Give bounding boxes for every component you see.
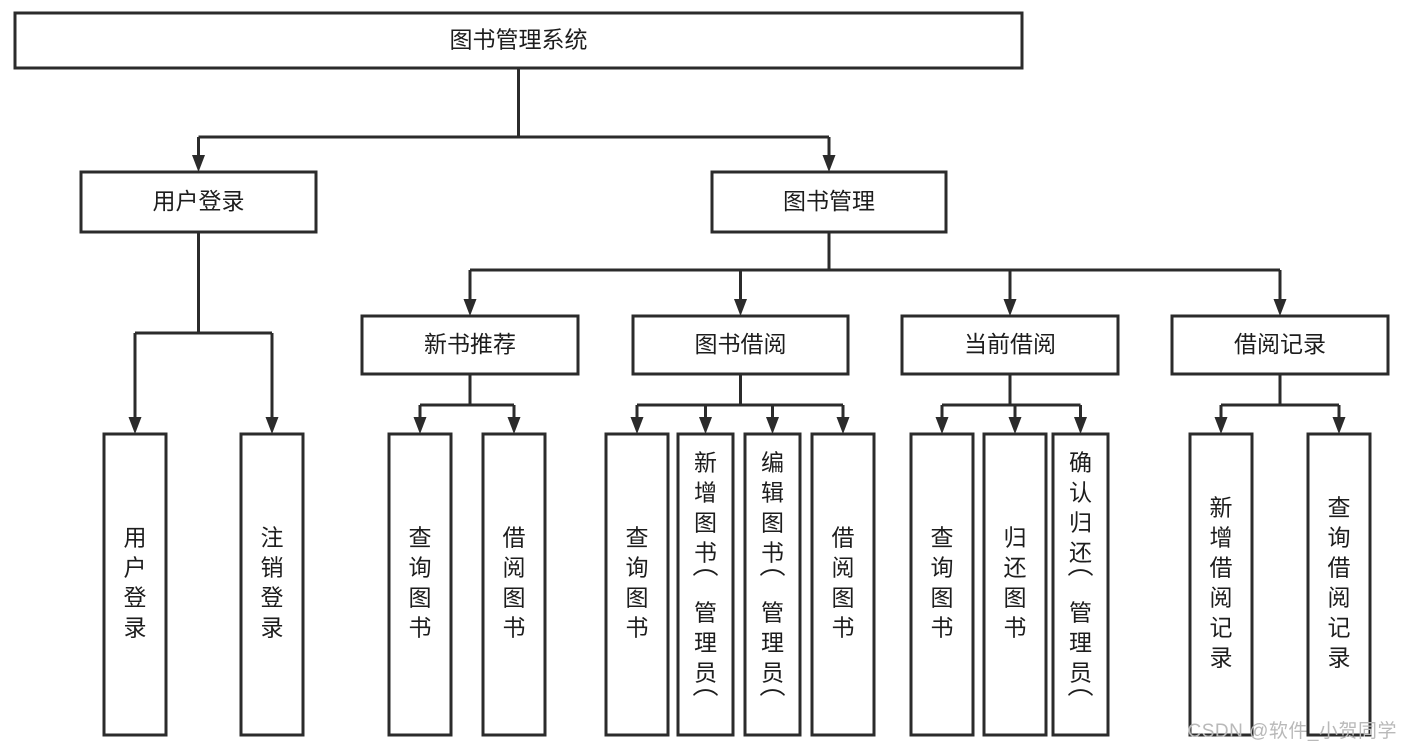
arrow-head-icon: [1273, 299, 1287, 316]
node-leaf-query-book-1[interactable]: 查询图书: [387, 432, 453, 737]
node-leaf-edit-book[interactable]: 编辑图书⌒管理员⌒: [743, 432, 802, 737]
csdn-watermark: CSDN @软件_小贺同学: [1187, 721, 1397, 742]
node-current-borrow[interactable]: 当前借阅: [900, 314, 1120, 376]
node-label: 注销登录: [261, 525, 284, 641]
node-new-book-recommend[interactable]: 新书推荐: [360, 314, 580, 376]
node-book-management[interactable]: 图书管理: [710, 170, 948, 234]
arrow-head-icon: [128, 417, 142, 434]
node-label: 图书管理系统: [450, 27, 588, 53]
node-label: 当前借阅: [964, 331, 1056, 357]
node-label: 新书推荐: [424, 331, 516, 357]
arrow-head-icon: [935, 417, 949, 434]
arrow-head-icon: [822, 155, 836, 172]
node-label: 查询借阅记录: [1328, 495, 1351, 671]
arrow-head-icon: [507, 417, 521, 434]
arrow-head-icon: [1074, 417, 1087, 434]
node-leaf-confirm-return[interactable]: 确认归还⌒管理员⌒: [1051, 432, 1110, 737]
node-label: 用户登录: [124, 525, 147, 641]
arrow-head-icon: [1003, 299, 1017, 316]
node-user-login[interactable]: 用户登录: [79, 170, 318, 234]
node-leaf-borrow-book-2[interactable]: 借阅图书: [810, 432, 876, 737]
node-leaf-user-login[interactable]: 用户登录: [102, 432, 168, 737]
node-book-borrow[interactable]: 图书借阅: [631, 314, 850, 376]
arrow-head-icon: [766, 417, 779, 434]
arrow-head-icon: [734, 299, 747, 316]
arrow-head-icon: [699, 417, 712, 434]
node-label: 编辑图书⌒管理员⌒: [759, 450, 785, 718]
node-label: 查询图书: [409, 525, 432, 641]
arrow-head-icon: [1008, 417, 1022, 434]
nodes-layer: 图书管理系统用户登录图书管理新书推荐图书借阅当前借阅借阅记录用户登录注销登录查询…: [13, 11, 1390, 737]
node-label: 借阅图书: [832, 525, 855, 641]
node-root-system[interactable]: 图书管理系统: [13, 11, 1024, 70]
node-label: 归还图书: [1004, 525, 1027, 641]
connectors-layer: [128, 68, 1346, 434]
arrow-head-icon: [413, 417, 427, 434]
arrow-head-icon: [463, 299, 477, 316]
arrow-head-icon: [265, 417, 279, 434]
node-label: 确认归还⌒管理员⌒: [1067, 450, 1093, 718]
arrow-head-icon: [836, 417, 850, 434]
node-leaf-logout[interactable]: 注销登录: [239, 432, 305, 737]
node-leaf-add-book[interactable]: 新增图书⌒管理员⌒: [676, 432, 735, 737]
node-label: 用户登录: [153, 188, 245, 214]
node-label: 新增图书⌒管理员⌒: [692, 450, 718, 718]
node-label: 图书管理: [783, 188, 875, 214]
node-label: 借阅图书: [503, 525, 526, 641]
node-label: 图书借阅: [695, 331, 787, 357]
node-leaf-add-record[interactable]: 新增借阅记录: [1188, 432, 1254, 737]
node-label: 借阅记录: [1234, 331, 1326, 357]
node-label: 查询图书: [931, 525, 954, 641]
node-label: 查询图书: [626, 525, 649, 641]
node-leaf-query-record[interactable]: 查询借阅记录: [1306, 432, 1372, 737]
node-leaf-query-book-3[interactable]: 查询图书: [909, 432, 975, 737]
node-leaf-borrow-book-1[interactable]: 借阅图书: [481, 432, 547, 737]
arrow-head-icon: [630, 417, 644, 434]
arrow-head-icon: [192, 155, 205, 172]
arrow-head-icon: [1214, 417, 1228, 434]
node-leaf-return-book[interactable]: 归还图书: [982, 432, 1048, 737]
node-borrow-record[interactable]: 借阅记录: [1170, 314, 1390, 376]
arrow-head-icon: [1332, 417, 1346, 434]
node-label: 新增借阅记录: [1210, 495, 1233, 671]
node-leaf-query-book-2[interactable]: 查询图书: [604, 432, 670, 737]
